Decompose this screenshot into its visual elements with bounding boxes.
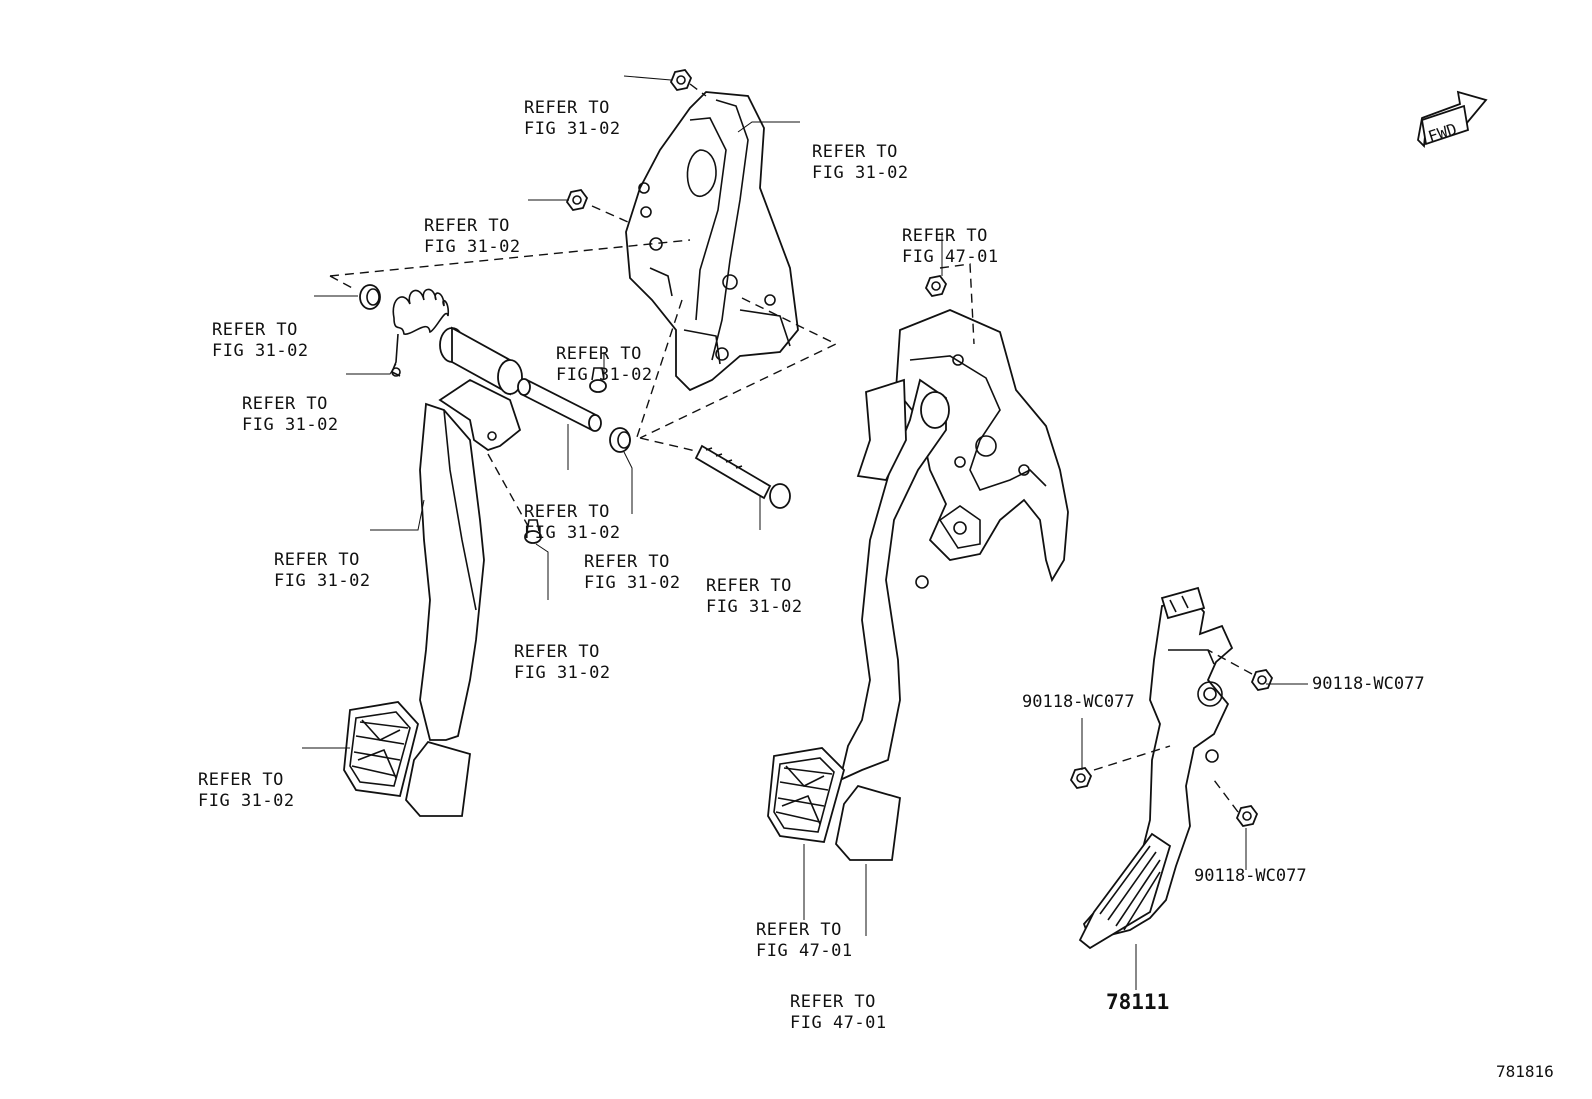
clip-icon <box>589 367 607 393</box>
brake-bracket <box>895 309 1069 583</box>
part-number-nut-left: 90118-WC077 <box>1022 692 1135 712</box>
part-number-nut-right: 90118-WC077 <box>1312 674 1425 694</box>
nut-top-icon <box>669 69 693 91</box>
accel-nut-left-icon <box>1069 767 1093 789</box>
dashed-connectors <box>329 83 1253 813</box>
fwd-arrow-icon: FWD <box>1417 90 1488 148</box>
part-number-accelerator-pedal: 78111 <box>1106 990 1170 1014</box>
clutch-pedal-pad <box>343 701 419 798</box>
clutch-pedal-arm <box>419 326 523 741</box>
brake-nut-icon <box>924 275 948 297</box>
clutch-bracket <box>625 91 799 392</box>
nut-side-icon <box>565 189 589 211</box>
shaft-icon <box>517 378 602 432</box>
clutch-cushion <box>405 740 471 817</box>
accel-nut-bottom-icon <box>1235 805 1259 827</box>
spring-icon <box>390 288 450 377</box>
brake-pedal-pad <box>767 747 846 843</box>
accel-nut-right-icon <box>1250 669 1274 691</box>
figure-code: 781816 <box>1496 1062 1554 1081</box>
brake-cushion <box>835 784 901 861</box>
bolt-icon <box>694 444 791 509</box>
leader-lines <box>302 75 1308 990</box>
part-number-nut-bottom: 90118-WC077 <box>1194 866 1307 886</box>
brake-pedal-arm <box>838 378 950 782</box>
pin-icon <box>524 519 542 544</box>
accelerator-pedal-assembly <box>1078 586 1234 950</box>
bushing-icon <box>359 284 381 310</box>
collar-icon <box>609 427 631 453</box>
